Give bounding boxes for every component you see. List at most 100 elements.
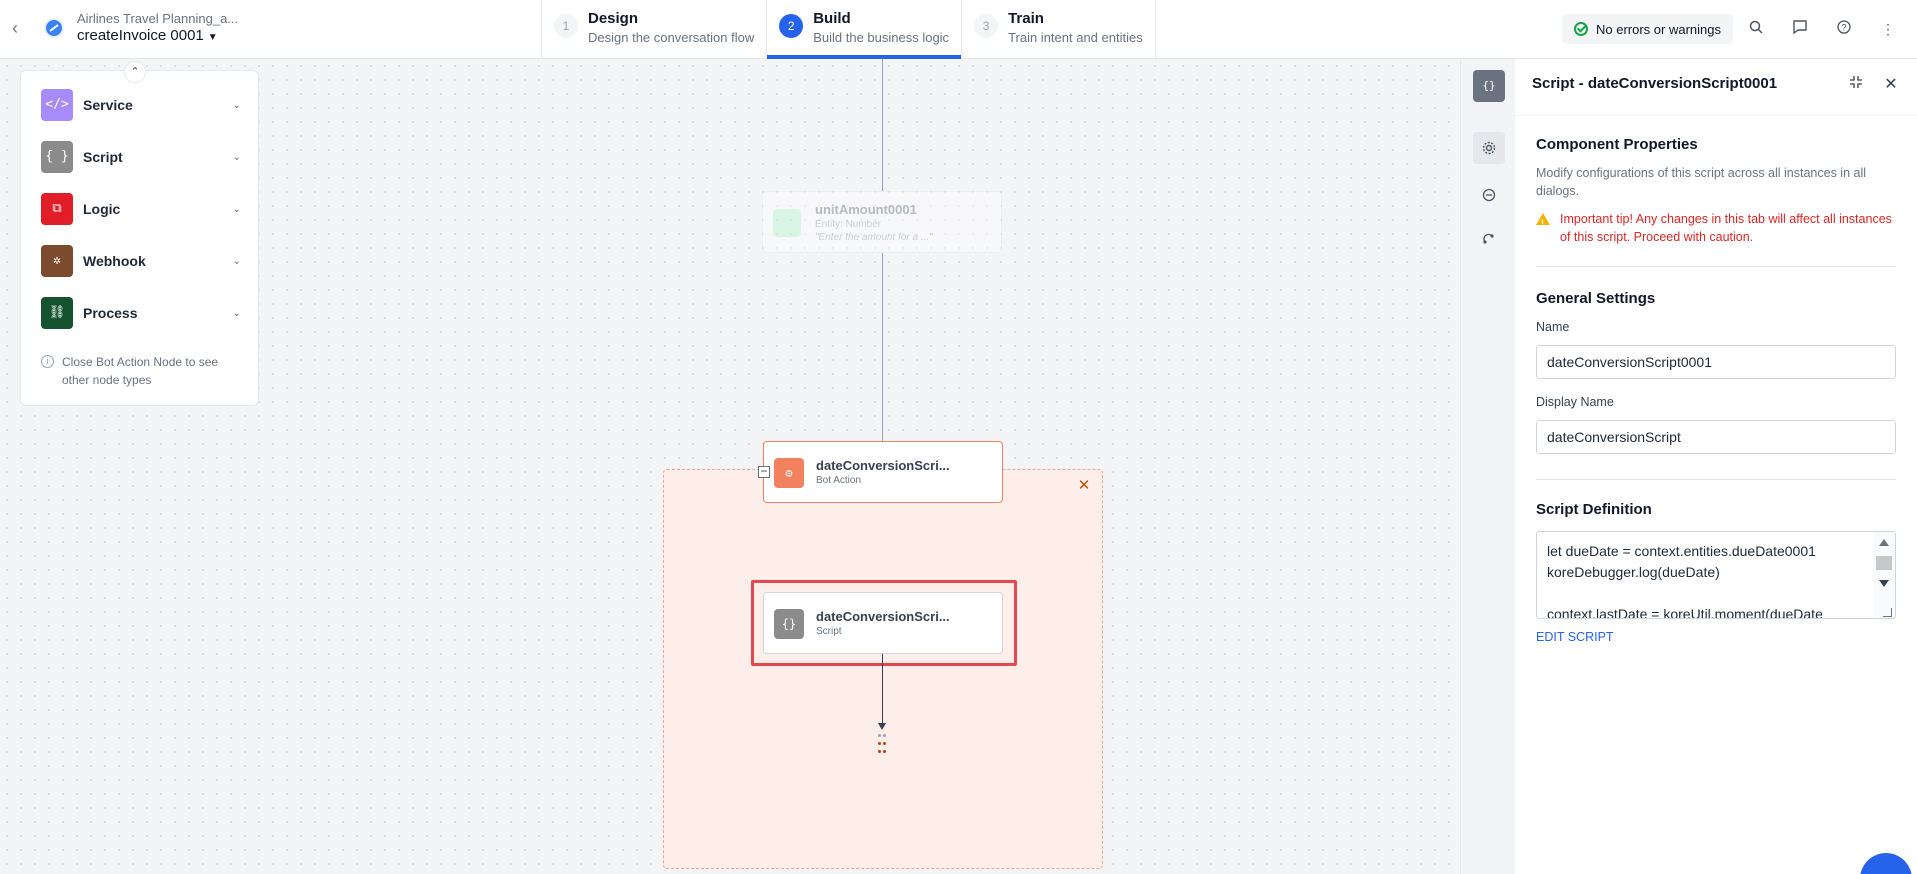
palette-label: Logic — [83, 201, 121, 217]
palette-item-webhook[interactable]: ✲ Webhook ⌄ — [41, 245, 241, 277]
step-title: Design — [588, 10, 639, 27]
node-type: Bot Action — [816, 475, 862, 486]
palette-item-service[interactable]: </> Service ⌄ — [41, 89, 241, 121]
connections-icon[interactable] — [1473, 223, 1505, 255]
step-title: Build — [813, 10, 851, 27]
instance-icon[interactable] — [1473, 179, 1505, 211]
minimize-icon[interactable] — [1846, 75, 1866, 95]
node-palette: </> Service ⌄ { } Script ⌄ ⧉ Logic ⌄ ✲ W… — [20, 70, 259, 406]
step-subtitle: Train intent and entities — [1008, 30, 1143, 45]
node-name: dateConversionScri... — [816, 458, 950, 473]
back-arrow-icon[interactable]: ‹ — [12, 18, 18, 38]
name-input[interactable] — [1536, 345, 1896, 379]
top-bar: ‹ Airlines Travel Planning_a... createIn… — [0, 0, 1917, 59]
flow-name-dropdown[interactable]: createInvoice 0001▼ — [77, 27, 218, 44]
step-subtitle: Build the business logic — [813, 30, 950, 45]
chevron-down-icon: ⌄ — [232, 99, 241, 111]
palette-item-script[interactable]: { } Script ⌄ — [41, 141, 241, 173]
script-icon: { } — [41, 141, 73, 173]
step-number: 2 — [779, 14, 804, 38]
bot-action-group — [663, 469, 1103, 869]
ghost-node-unit-amount[interactable]: unitAmount0001 Entity: Number "Enter the… — [762, 191, 1002, 253]
connector-line — [882, 654, 883, 726]
step-subtitle: Design the conversation flow — [588, 30, 755, 45]
code-line: context.lastDate = koreUtil.moment(dueDa… — [1547, 606, 1823, 619]
connector-line — [882, 59, 883, 191]
caret-down-icon: ▼ — [207, 32, 218, 43]
node-prompt: "Enter the amount for a ..." — [815, 232, 933, 243]
arrow-head-icon — [878, 723, 886, 730]
code-line: koreDebugger.log(dueDate) — [1547, 564, 1720, 580]
warning-icon — [1536, 213, 1550, 232]
add-node-handle[interactable] — [876, 733, 888, 757]
bot-action-icon: ⚙ — [774, 458, 804, 488]
panel-title: Script - dateConversionScript0001 — [1532, 75, 1778, 92]
code-scrollbar[interactable] — [1873, 532, 1895, 618]
divider — [1536, 479, 1896, 480]
scroll-down-icon[interactable] — [1879, 580, 1889, 587]
node-type: Script — [816, 626, 842, 637]
script-code-editor[interactable]: let dueDate = context.entities.dueDate00… — [1536, 531, 1896, 619]
edit-script-link[interactable]: EDIT SCRIPT — [1536, 630, 1614, 644]
svg-text:?: ? — [1841, 23, 1846, 33]
search-icon[interactable] — [1746, 19, 1766, 39]
script-icon[interactable]: {} — [1473, 70, 1505, 102]
resize-grip-icon[interactable] — [1883, 608, 1892, 617]
properties-panel: Script - dateConversionScript0001 ✕ Comp… — [1515, 59, 1917, 874]
name-label: Name — [1536, 320, 1570, 334]
entity-icon — [773, 209, 801, 237]
chat-icon[interactable] — [1790, 19, 1810, 39]
warning-message: Important tip! Any changes in this tab w… — [1536, 210, 1896, 246]
section-title: General Settings — [1536, 290, 1656, 307]
check-circle-icon — [1574, 22, 1588, 36]
script-icon: {} — [774, 609, 804, 639]
bot-action-node[interactable]: ⚙ dateConversionScri... Bot Action — [763, 441, 1003, 503]
chevron-down-icon: ⌄ — [232, 203, 241, 215]
close-icon[interactable]: ✕ — [1884, 76, 1898, 93]
selection-highlight — [751, 580, 1017, 666]
info-icon: i — [41, 355, 54, 368]
palette-item-logic[interactable]: ⧉ Logic ⌄ — [41, 193, 241, 225]
palette-label: Webhook — [83, 253, 146, 269]
node-name: dateConversionScri... — [816, 609, 950, 624]
step-number: 3 — [974, 14, 999, 38]
node-type: Entity: Number — [815, 219, 882, 230]
script-node[interactable]: {} dateConversionScri... Script — [763, 592, 1003, 654]
chat-bot-fab[interactable] — [1860, 853, 1912, 874]
process-icon: ⛓ — [41, 297, 73, 329]
app-name: Airlines Travel Planning_a... — [77, 11, 239, 26]
help-icon[interactable]: ? — [1834, 19, 1854, 39]
palette-label: Process — [83, 305, 138, 321]
panel-header: Script - dateConversionScript0001 ✕ — [1515, 59, 1917, 116]
logic-icon: ⧉ — [41, 193, 73, 225]
collapse-palette-button[interactable]: ⌃ — [124, 61, 146, 83]
scroll-thumb[interactable] — [1876, 556, 1892, 570]
app-logo-icon — [44, 18, 64, 38]
close-group-icon[interactable]: ✕ — [1077, 477, 1091, 494]
chevron-down-icon: ⌄ — [232, 307, 241, 319]
status-text: No errors or warnings — [1596, 21, 1721, 37]
code-line: let dueDate = context.entities.dueDate00… — [1547, 543, 1816, 559]
display-name-input[interactable] — [1536, 420, 1896, 454]
gear-icon[interactable] — [1473, 132, 1505, 164]
service-icon: </> — [41, 89, 73, 121]
section-title: Script Definition — [1536, 501, 1652, 518]
palette-label: Service — [83, 97, 133, 113]
connector-line — [882, 253, 883, 441]
section-description: Modify configurations of this script acr… — [1536, 166, 1867, 198]
step-number: 1 — [554, 14, 578, 38]
scroll-up-icon[interactable] — [1879, 539, 1889, 546]
chevron-down-icon: ⌄ — [232, 255, 241, 267]
palette-label: Script — [83, 149, 123, 165]
collapse-node-icon[interactable]: − — [758, 465, 770, 478]
more-icon[interactable]: ⋮ — [1881, 21, 1895, 37]
status-badge[interactable]: No errors or warnings — [1562, 14, 1733, 44]
node-name: unitAmount0001 — [815, 202, 917, 217]
display-name-label: Display Name — [1536, 395, 1614, 409]
step-title: Train — [1008, 10, 1044, 27]
palette-item-process[interactable]: ⛓ Process ⌄ — [41, 297, 241, 329]
